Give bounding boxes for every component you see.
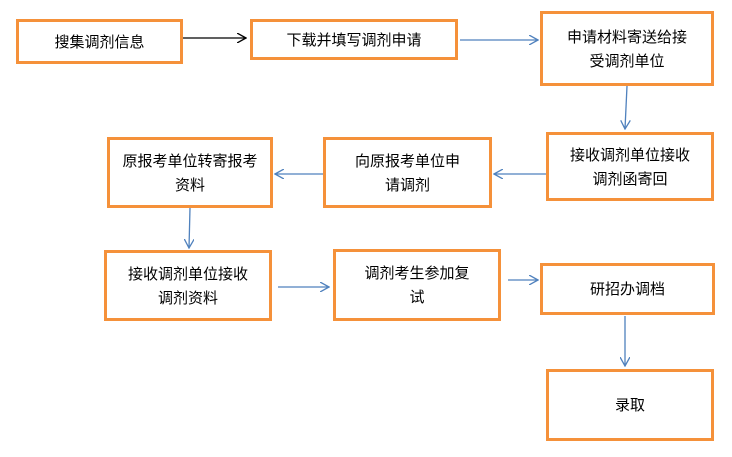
step-send-materials: 申请材料寄送给接受调剂单位 — [540, 11, 714, 86]
step-apply-original-label: 向原报考单位申请调剂 — [354, 151, 460, 194]
step-archive-transfer: 研招办调档 — [540, 263, 715, 315]
step-archive-transfer-label: 研招办调档 — [589, 280, 665, 298]
step-forward-materials-label: 原报考单位转寄报考资料 — [122, 151, 258, 194]
step-retest-label: 调剂考生参加复试 — [364, 264, 470, 306]
step-receive-letter: 接收调剂单位接收调剂函寄回 — [546, 132, 714, 201]
step-retest: 调剂考生参加复试 — [333, 249, 501, 321]
step-admission-label: 录取 — [614, 396, 645, 414]
step-send-materials-label: 申请材料寄送给接受调剂单位 — [566, 27, 687, 70]
step-download-form: 下载并填写调剂申请 — [250, 19, 458, 60]
step-forward-materials: 原报考单位转寄报考资料 — [107, 137, 273, 208]
step-collect-info-label: 搜集调剂信息 — [54, 32, 145, 51]
step-receive-materials-label: 接收调剂单位接收调剂资料 — [127, 264, 248, 307]
step-apply-original: 向原报考单位申请调剂 — [323, 137, 492, 208]
step-download-form-label: 下载并填写调剂申请 — [286, 30, 422, 49]
step-admission: 录取 — [546, 369, 714, 441]
step-receive-materials: 接收调剂单位接收调剂资料 — [104, 250, 272, 321]
arrow-send-to-receive-letter — [625, 85, 627, 129]
step-collect-info: 搜集调剂信息 — [16, 19, 183, 64]
arrow-forward-to-receive-materials — [189, 207, 190, 248]
step-receive-letter-label: 接收调剂单位接收调剂函寄回 — [569, 145, 690, 188]
